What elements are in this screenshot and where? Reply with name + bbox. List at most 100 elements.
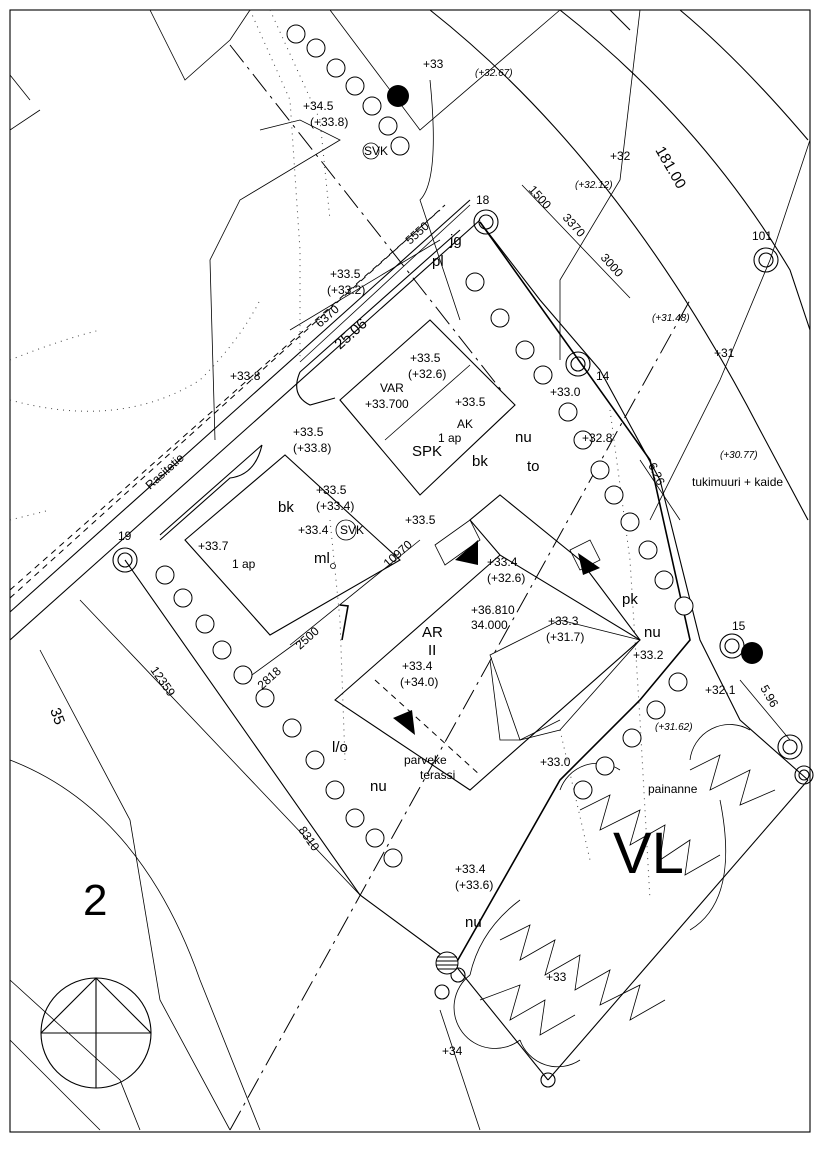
dim-12359: 12359 — [148, 664, 179, 700]
label-lo: l/o — [332, 739, 348, 756]
elev-34-5: +34.5 — [303, 99, 334, 113]
dim-1500: 1500 — [526, 183, 554, 212]
label-1ap-b: 1 ap — [232, 557, 256, 571]
elev-36-810: +36.810 — [471, 603, 515, 617]
elev-33-7: +33.7 — [198, 539, 229, 553]
existing-tree-dark-2 — [741, 642, 763, 664]
elev-33-4d: +33.4 — [402, 659, 433, 673]
street-boundaries — [9, 9, 811, 521]
elev-33-c: +33 — [546, 970, 567, 984]
elev-33-2: (+33.2) — [327, 283, 365, 297]
dim-3000: 3000 — [598, 251, 626, 280]
elev-33-2b: +33.2 — [633, 648, 664, 662]
label-var: VAR — [380, 381, 404, 395]
elev-33-5f: +33.5 — [405, 513, 436, 527]
label-ml: ml — [314, 550, 330, 567]
dim-2500: 2500 — [293, 624, 322, 652]
elev-33-4e: +33.4 — [455, 862, 486, 876]
label-pk: pk — [622, 591, 638, 608]
svk-label-2: SVK — [340, 523, 364, 537]
elev-33-0b: +33.0 — [540, 755, 571, 769]
entrance-marker-2 — [578, 553, 600, 575]
elev-33-0a: +33.0 — [550, 385, 581, 399]
label-nu-1: nu — [515, 429, 532, 446]
manhole-hatched — [435, 951, 459, 975]
contour-lines — [9, 9, 811, 1131]
block-number-2: 2 — [83, 876, 107, 925]
label-spk: SPK — [412, 443, 442, 460]
elev-33-4a: (+33.4) — [316, 499, 354, 513]
elev-31-7: (+31.7) — [546, 630, 584, 644]
elev-32-6b: (+32.6) — [487, 571, 525, 585]
label-parveke: parveke — [404, 753, 447, 767]
dim-2818: 2818 — [255, 664, 284, 692]
label-tukimuuri: tukimuuri + kaide — [692, 475, 783, 489]
label-jg: jg — [449, 232, 462, 249]
label-bk-1: bk — [472, 453, 488, 470]
elev-32-1: +32.1 — [705, 683, 736, 697]
elev-34-0: (+34.0) — [400, 675, 438, 689]
entrance-marker-1 — [455, 540, 478, 565]
building-var — [339, 319, 516, 496]
elev-31-62: (+31.62) — [655, 722, 693, 733]
dimension-lines — [79, 184, 791, 896]
elev-33-top: +33 — [423, 57, 444, 71]
elev-33-8b: (+33.8) — [293, 441, 331, 455]
building-ar — [334, 494, 641, 791]
elev-34: +34 — [442, 1044, 463, 1058]
dim-5-96: 5.96 — [757, 683, 781, 711]
point-19: 19 — [118, 529, 132, 543]
elev-33-5e: +33.5 — [316, 483, 347, 497]
label-pl: pl — [432, 253, 444, 270]
label-ii: II — [428, 642, 436, 659]
elev-31-48: (+31.48) — [652, 313, 690, 324]
elev-33-4b: +33.4 — [298, 523, 329, 537]
manhole-hatch — [436, 956, 458, 970]
label-ak: AK — [457, 417, 473, 431]
label-painanne: painanne — [648, 782, 698, 796]
svk-label-1: SVK — [364, 144, 388, 158]
north-arrow — [40, 977, 152, 1089]
elev-33-5a: +33.5 — [330, 267, 361, 281]
existing-tree-dark-1 — [387, 85, 409, 107]
dim-3370: 3370 — [560, 211, 588, 240]
gate-marker — [339, 604, 349, 641]
dim-6-26: 6.26 — [645, 460, 668, 487]
label-to: to — [527, 458, 540, 475]
elev-33-5c: +33.5 — [455, 395, 486, 409]
point-15: 15 — [732, 619, 746, 633]
trees — [155, 24, 694, 868]
vl-green-area — [453, 724, 776, 1068]
elev-33-8a: (+33.8) — [310, 115, 348, 129]
drawing-frame — [9, 9, 811, 1133]
label-bk-2: bk — [278, 499, 294, 516]
svk-symbol-2 — [335, 519, 357, 541]
label-nu-2: nu — [644, 624, 661, 641]
axis-line-1 — [229, 299, 691, 1131]
elev-32-67: (+32.67) — [475, 68, 513, 79]
axis-line-3 — [9, 209, 441, 591]
ml-marker — [330, 563, 336, 569]
point-14: 14 — [596, 369, 610, 383]
label-terassi: terassi — [420, 768, 455, 782]
elev-33-5d: +33.5 — [293, 425, 324, 439]
label-ar: AR — [422, 624, 443, 641]
road-rasitetie — [9, 199, 481, 641]
elev-33-700: +33.700 — [365, 397, 409, 411]
dim-6370: 6370 — [313, 302, 342, 330]
label-1ap-a: 1 ap — [438, 431, 462, 445]
dim-10970: 10970 — [381, 537, 415, 570]
elev-31: +31 — [714, 346, 735, 360]
label-nu-3: nu — [370, 778, 387, 795]
point-101: 101 — [752, 229, 772, 243]
zone-vl: VL — [613, 821, 684, 886]
elev-33-5b: +33.5 — [410, 351, 441, 365]
elev-34-000: 34.000 — [471, 618, 508, 632]
axis-line-2 — [229, 44, 506, 396]
elev-33-8: +33.8 — [230, 369, 261, 383]
elev-30-77: (+30.77) — [720, 450, 758, 461]
dim-25-06: 25.06 — [331, 315, 370, 353]
label-nu-4: nu — [465, 914, 482, 931]
elev-33-6: (+33.6) — [455, 878, 493, 892]
